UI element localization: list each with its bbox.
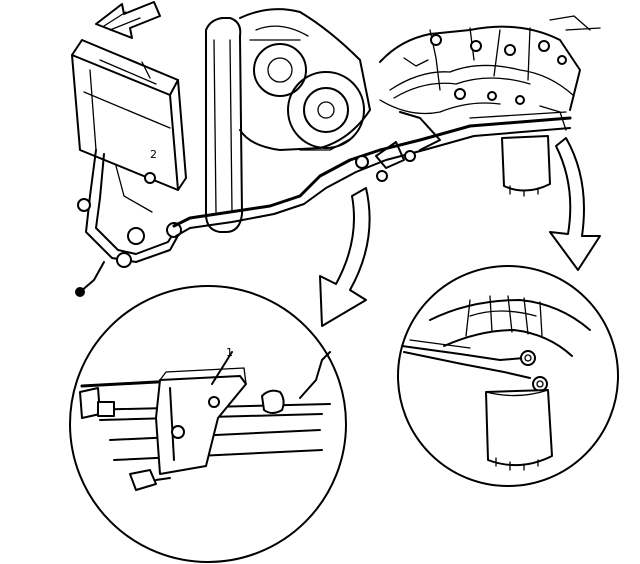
detail-view-left: 1 — [69, 285, 347, 563]
fan-shroud — [205, 17, 243, 233]
bracket-mark-label: 1 — [226, 346, 233, 359]
detail-view-right — [397, 265, 619, 487]
engine-block — [239, 8, 371, 151]
radiator: 2 — [71, 39, 187, 191]
callout-arrow-left-icon — [319, 187, 371, 327]
oil-filter — [501, 135, 551, 197]
engine-harness — [379, 15, 601, 151]
callout-arrow-right-icon — [549, 137, 601, 271]
radiator-mark-label: 2 — [150, 148, 157, 161]
direction-arrow-icon — [95, 1, 161, 39]
radiator-fittings — [75, 149, 182, 297]
oil-cooler-lines — [172, 111, 572, 237]
